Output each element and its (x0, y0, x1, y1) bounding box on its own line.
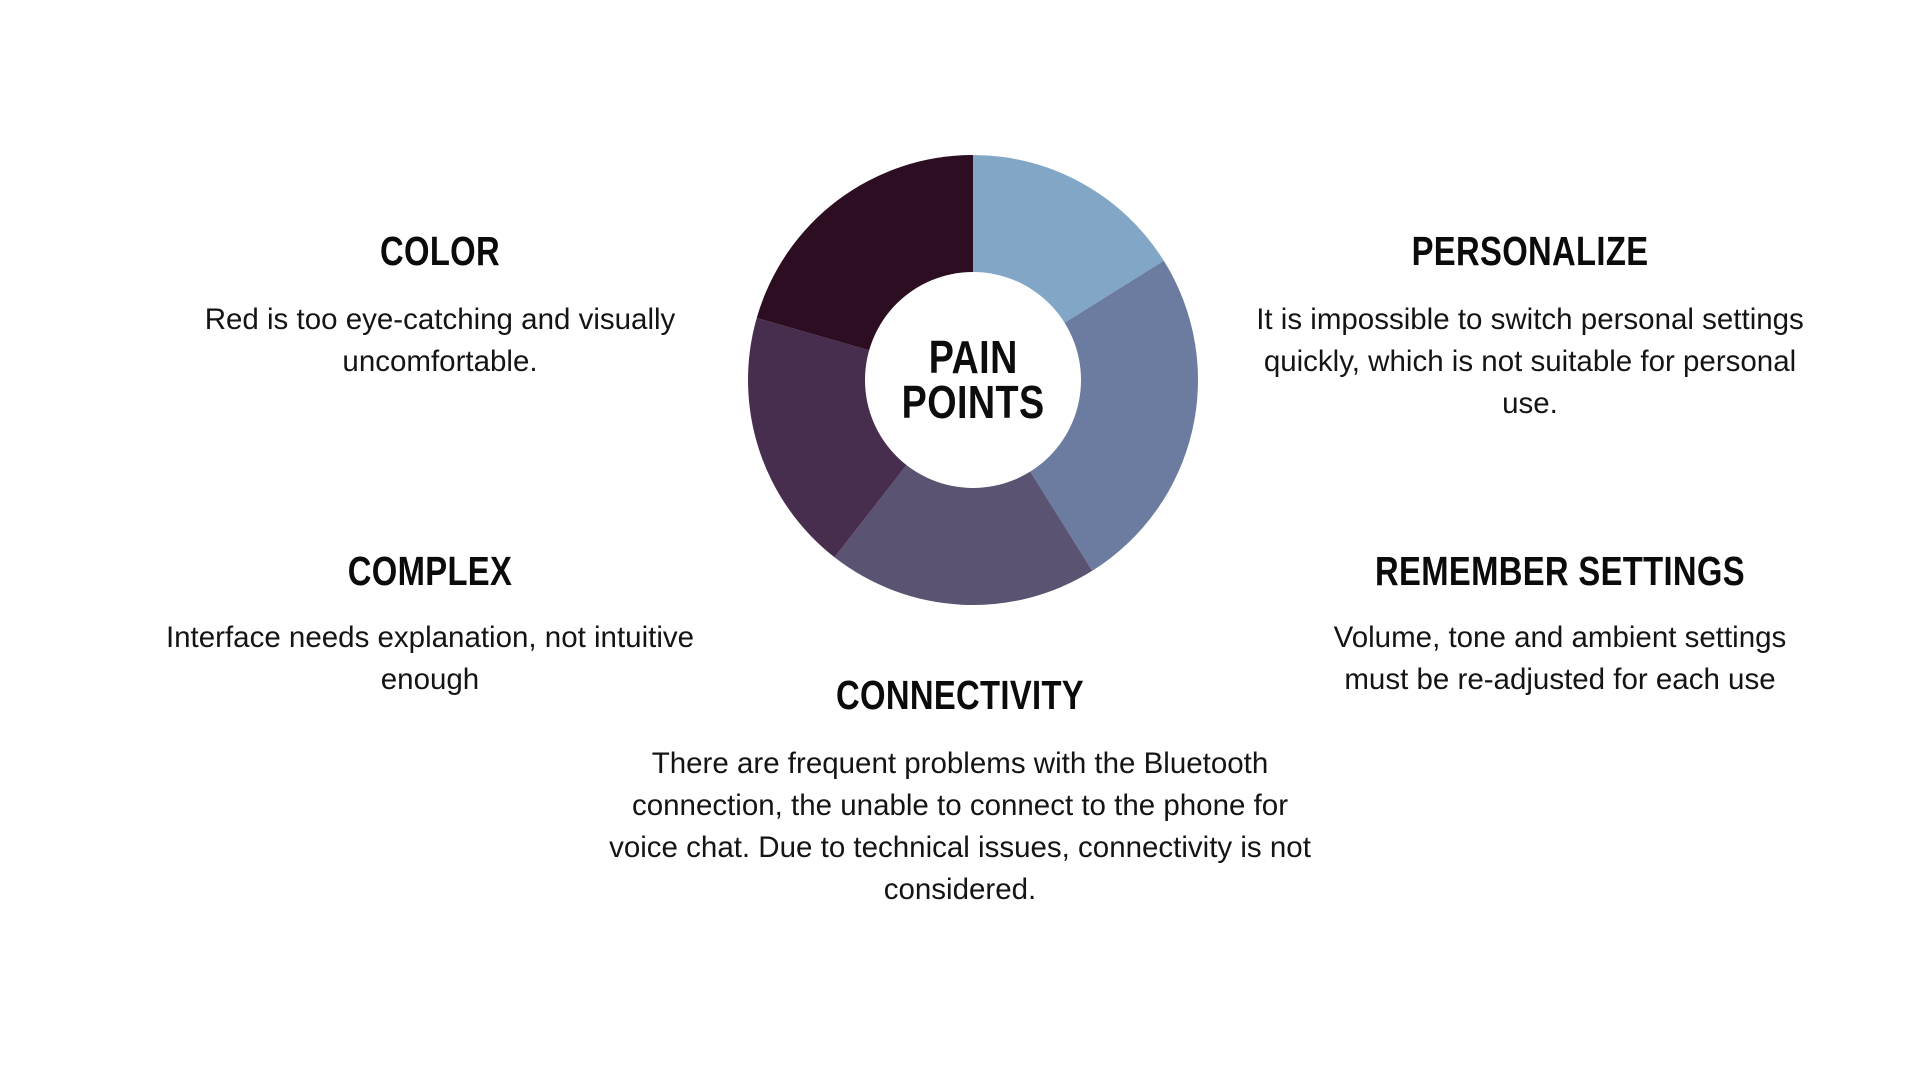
pain-point-complex-title: COMPLEX (347, 548, 513, 594)
donut-hole (865, 272, 1081, 488)
pain-point-remember-settings: REMEMBER SETTINGS Volume, tone and ambie… (1300, 548, 1820, 701)
pain-point-personalize-body: It is impossible to switch personal sett… (1256, 303, 1804, 420)
pain-point-complex: COMPLEX Interface needs explanation, not… (150, 548, 710, 701)
pain-point-remember-settings-body: Volume, tone and ambient settings must b… (1333, 621, 1787, 696)
pain-point-color-title: COLOR (379, 228, 501, 274)
pain-point-personalize: PERSONALIZE It is impossible to switch p… (1250, 228, 1810, 425)
pain-point-color: COLOR Red is too eye-catching and visual… (180, 228, 700, 383)
pain-point-complex-body: Interface needs explanation, not intuiti… (165, 621, 695, 696)
pain-point-color-body: Red is too eye-catching and visually unc… (204, 303, 676, 378)
donut-segment-remember-settings[interactable] (973, 260, 1198, 571)
pain-points-donut-chart: PAIN POINTS (748, 155, 1198, 605)
pain-point-personalize-title: PERSONALIZE (1411, 228, 1649, 274)
donut-segment-connectivity[interactable] (834, 380, 1093, 605)
pain-point-remember-settings-title: REMEMBER SETTINGS (1375, 548, 1745, 594)
pain-point-connectivity-title: CONNECTIVITY (835, 672, 1085, 718)
donut-svg (748, 155, 1198, 605)
pain-point-connectivity-body: There are frequent problems with the Blu… (609, 747, 1311, 906)
pain-point-connectivity: CONNECTIVITY There are frequent problems… (600, 672, 1320, 911)
